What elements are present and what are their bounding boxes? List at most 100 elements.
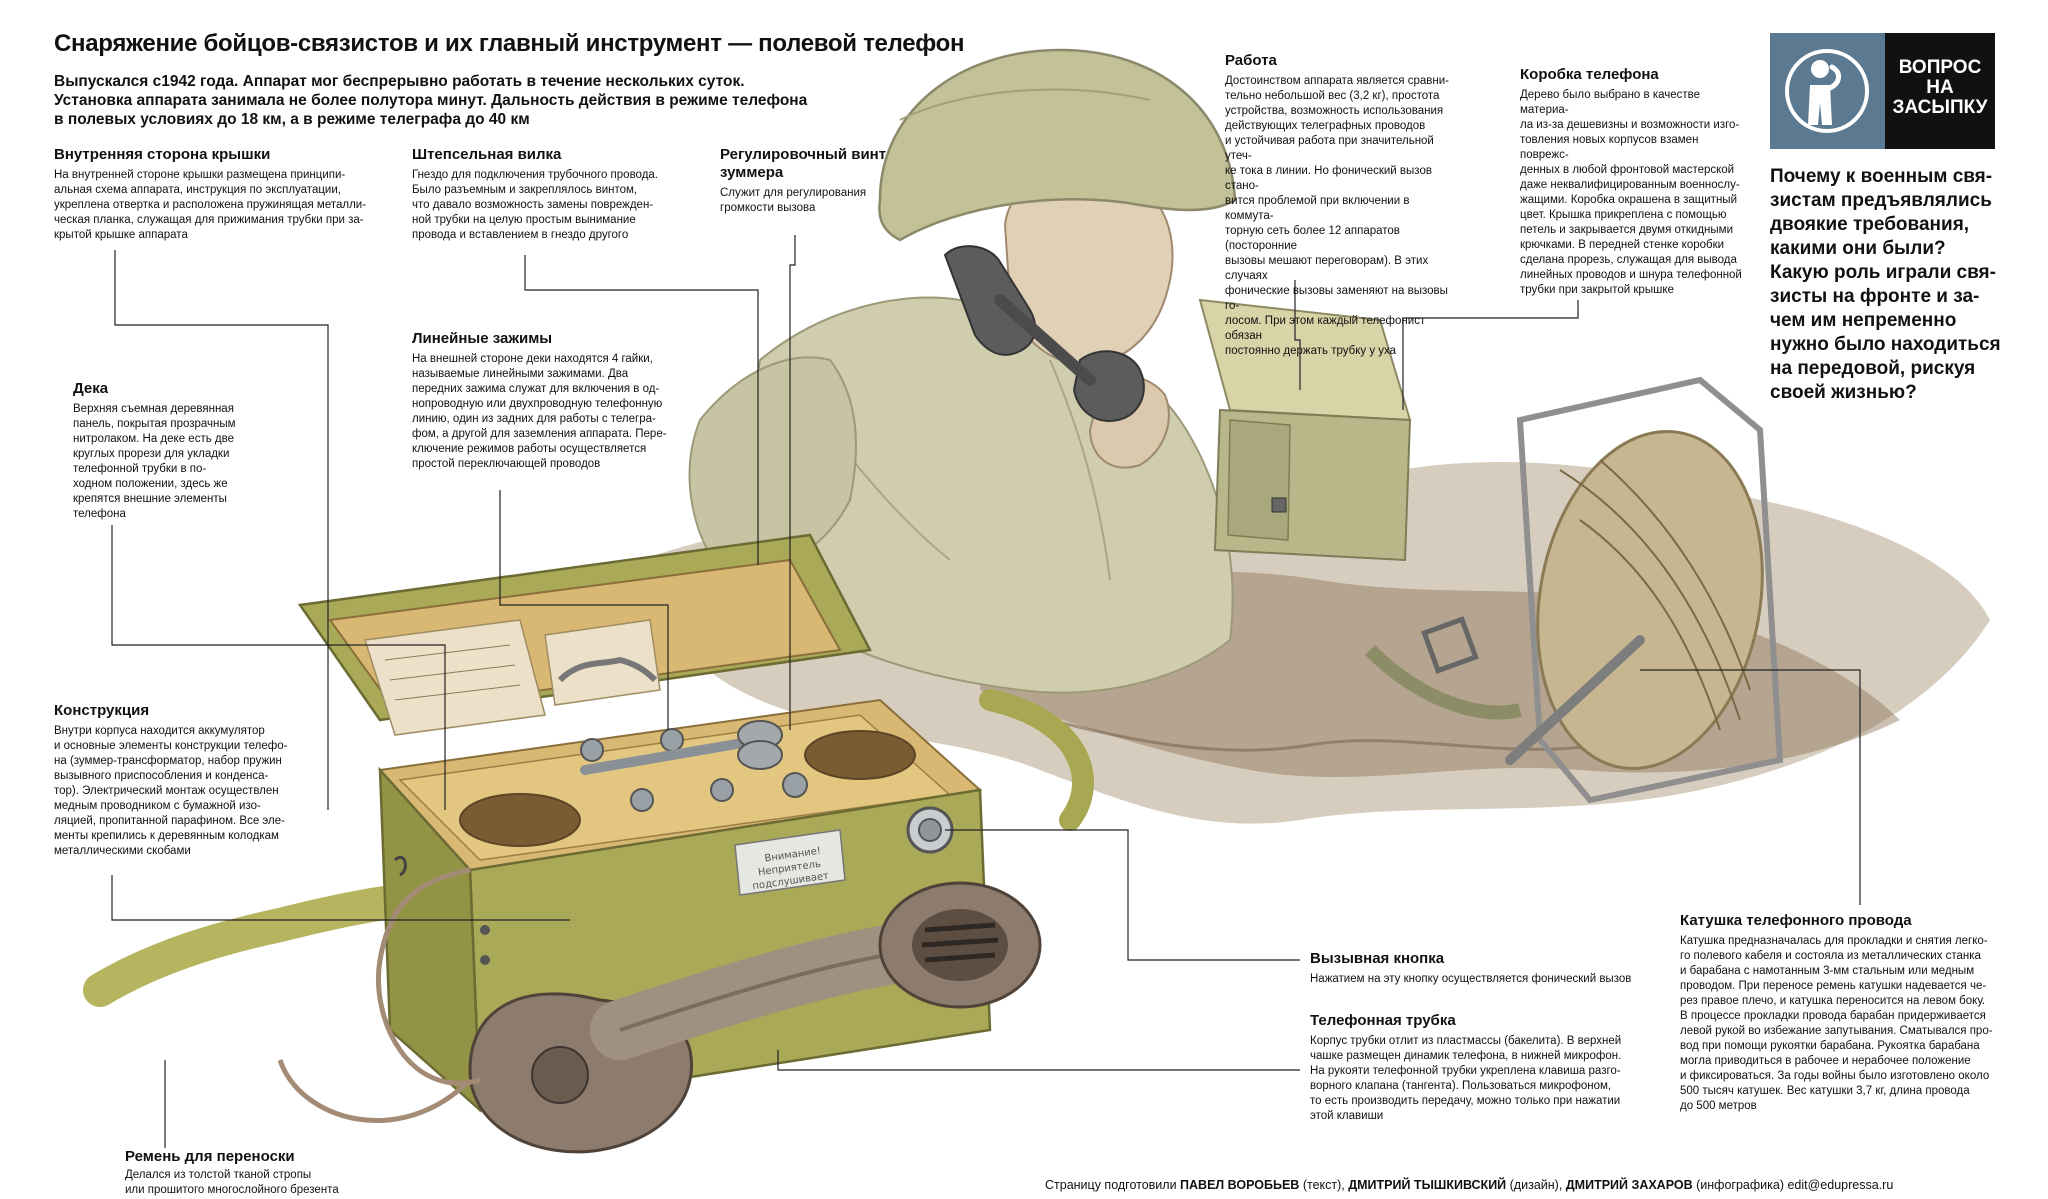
- body-line: Гнездо для подключения трубочного провод…: [412, 169, 659, 181]
- body-line: постоянно держать трубку у уха: [1225, 345, 1397, 357]
- question-line: Почему к военным свя-: [1770, 166, 1993, 187]
- body-line: сделана прорезь, служащая для вывода: [1520, 254, 1737, 266]
- body-line: даже неквалифицированным военнослу-: [1520, 179, 1740, 191]
- body-line: Дерево было выбрано в качестве материа-: [1520, 89, 1701, 116]
- callout-body: Корпус трубки отлит из пластмассы (бакел…: [1310, 1034, 1640, 1124]
- credit-role: (дизайн),: [1506, 1178, 1566, 1192]
- callout-heading: Вызывная кнопка: [1310, 950, 1445, 967]
- leader-plug: [524, 255, 759, 565]
- body-line: торную сеть более 12 аппаратов (посторон…: [1225, 225, 1400, 252]
- callout-heading: Линейные зажимы: [412, 330, 553, 347]
- body-line: ворного клапана (тангента). Пользоваться…: [1310, 1080, 1612, 1092]
- body-line: товления новых корпусов взамен поврежс-: [1520, 134, 1699, 161]
- callout-heading: Дека: [73, 380, 109, 397]
- body-line: вызывного приспособления и конденса-: [54, 770, 269, 782]
- credit-role: (инфографика): [1692, 1178, 1788, 1192]
- body-line: линию, один из задних для работы с телег…: [412, 413, 656, 425]
- body-line: ляцией, пропитанной парафином. Все эле-: [54, 815, 285, 827]
- body-line: простой переключающей проводов: [412, 458, 601, 470]
- body-line: и барабана с намотанным 3-мм стальным ил…: [1680, 965, 1975, 977]
- body-line: до 500 метров: [1680, 1100, 1757, 1112]
- leader-handset: [777, 1050, 1300, 1071]
- body-line: громкости вызова: [720, 202, 816, 214]
- body-line: нопроводную или двухпроводную телефонную: [412, 398, 663, 410]
- question-line: чем им непременно: [1770, 310, 1957, 331]
- body-line: 500 тысяч катушек. Вес катушки 3,7 кг, д…: [1680, 1085, 1970, 1097]
- credits-prefix: Страницу подготовили: [1045, 1178, 1181, 1192]
- body-line: Катушка предназначалась для прокладки и …: [1680, 935, 1988, 947]
- badge-line: ЗАСЫПКУ: [1892, 97, 1988, 118]
- callout-body: Катушка предназначалась для прокладки и …: [1680, 934, 2010, 1114]
- body-line: альная схема аппарата, инструкция по экс…: [54, 184, 341, 196]
- body-line: провода и вставлением в гнездо другого: [412, 229, 629, 241]
- body-line: Нажатием на эту кнопку осуществляется фо…: [1310, 973, 1632, 985]
- callout-reel: Катушка телефонного провода Катушка пред…: [1680, 912, 2010, 1114]
- credit-author: ПАВЕЛ ВОРОБЬЕВ: [1180, 1178, 1300, 1192]
- soldier-illustration: [688, 48, 1237, 694]
- callout-heading: Штепсельная вилка: [412, 146, 562, 163]
- leader-lid: [114, 250, 329, 810]
- body-line: или прошитого многослойного брезента: [125, 1184, 339, 1196]
- body-line: телефона: [73, 508, 126, 520]
- credit-author: ДМИТРИЙ ТЫШКИВСКИЙ: [1348, 1178, 1507, 1192]
- body-line: круглых прорези для укладки: [73, 448, 230, 460]
- body-line: крючками. В передней стенке коробки: [1520, 239, 1725, 251]
- body-line: этой клавиши: [1310, 1110, 1384, 1122]
- callout-body: Нажатием на эту кнопку осуществляется фо…: [1310, 972, 1670, 987]
- body-line: жащими. Коробка окрашена в защитный: [1520, 194, 1737, 206]
- body-line: крепятся внешние элементы: [73, 493, 227, 505]
- body-line: На рукояти телефонной трубки укреплена к…: [1310, 1065, 1621, 1077]
- question-badge: ВОПРОС НА ЗАСЫПКУ: [1770, 33, 1995, 149]
- leader-box: [1402, 300, 1579, 410]
- body-line: и основные элементы конструкции телефо-: [54, 740, 288, 752]
- callout-body: Достоинством аппарата является сравни- т…: [1225, 74, 1455, 359]
- body-line: ной трубки на целую простым вынимание: [412, 214, 636, 226]
- badge-line: ВОПРОС: [1898, 57, 1982, 78]
- leader-buzzer: [789, 235, 796, 730]
- handset-illustration: [277, 867, 1042, 1154]
- body-line: и фиксироваться. За годы войны было изго…: [1680, 1070, 1990, 1082]
- question-line: какими они были?: [1770, 238, 1946, 259]
- body-line: укреплена отвертка и расположена пружиня…: [54, 199, 367, 211]
- leader-deck: [111, 525, 446, 810]
- question-badge-label: ВОПРОС НА ЗАСЫПКУ: [1885, 33, 1995, 149]
- phone-box-back-illustration: [1198, 298, 1412, 562]
- body-line: линейных проводов и шнура телефонной: [1520, 269, 1742, 281]
- callout-leader-lines: [111, 235, 1861, 1148]
- callout-heading: Конструкция: [54, 702, 150, 719]
- callout-body: На внешней стороне деки находятся 4 гайк…: [412, 352, 692, 472]
- intro-line: Установка аппарата занимала не более пол…: [54, 92, 808, 109]
- callout-heading: Коробка телефона: [1520, 66, 1659, 83]
- callout-handset: Телефонная трубка Корпус трубки отлит из…: [1310, 1012, 1640, 1124]
- body-line: и устойчивая работа при значительной уте…: [1225, 135, 1434, 162]
- body-line: фом, а другой для заземления аппарата. П…: [412, 428, 667, 440]
- leader-call-button: [945, 829, 1300, 961]
- body-line: Служит для регулирования: [720, 187, 867, 199]
- body-line: левой рукой во избежание запутывания. См…: [1680, 1025, 1993, 1037]
- page-title: Снаряжение бойцов-связистов и их главный…: [54, 30, 965, 57]
- callout-call-button: Вызывная кнопка Нажатием на эту кнопку о…: [1310, 950, 1670, 987]
- body-line: фонические вызовы заменяют на вызовы го-: [1225, 285, 1448, 312]
- question-line: на передовой, рискуя: [1770, 358, 1976, 379]
- body-line: вод при помощи рукоятки барабана. Рукоят…: [1680, 1040, 1980, 1052]
- body-line: на (зуммер-трансформатор, набор пружин: [54, 755, 282, 767]
- body-line: называемые линейными зажимами. Два: [412, 368, 629, 380]
- callout-body: Дерево было выбрано в качестве материа- …: [1520, 88, 1750, 298]
- body-line: Делался из толстой тканой стропы: [125, 1169, 312, 1181]
- body-line: Верхняя съемная деревянная: [73, 403, 234, 415]
- callout-deck: Дека Верхняя съемная деревянная панель, …: [73, 380, 253, 522]
- body-line: крытой крышке аппарата: [54, 229, 188, 241]
- callout-strap: Ремень для переноски Делался из толстой …: [125, 1148, 385, 1198]
- body-line: Было разъемным и закреплялось винтом,: [412, 184, 638, 196]
- question-line: Какую роль играли свя-: [1770, 262, 1996, 283]
- thinking-person-icon: [1770, 33, 1885, 149]
- intro-text: Выпускался с1942 года. Аппарат мог беспр…: [54, 72, 807, 129]
- leader-reel: [1640, 669, 1861, 905]
- callout-heading: Телефонная трубка: [1310, 1012, 1456, 1029]
- body-line: тор). Электрический монтаж осуществлен: [54, 785, 279, 797]
- body-line: то есть производить передачу, можно толь…: [1310, 1095, 1621, 1107]
- credits-email-link[interactable]: edit@edupressa.ru: [1787, 1178, 1894, 1192]
